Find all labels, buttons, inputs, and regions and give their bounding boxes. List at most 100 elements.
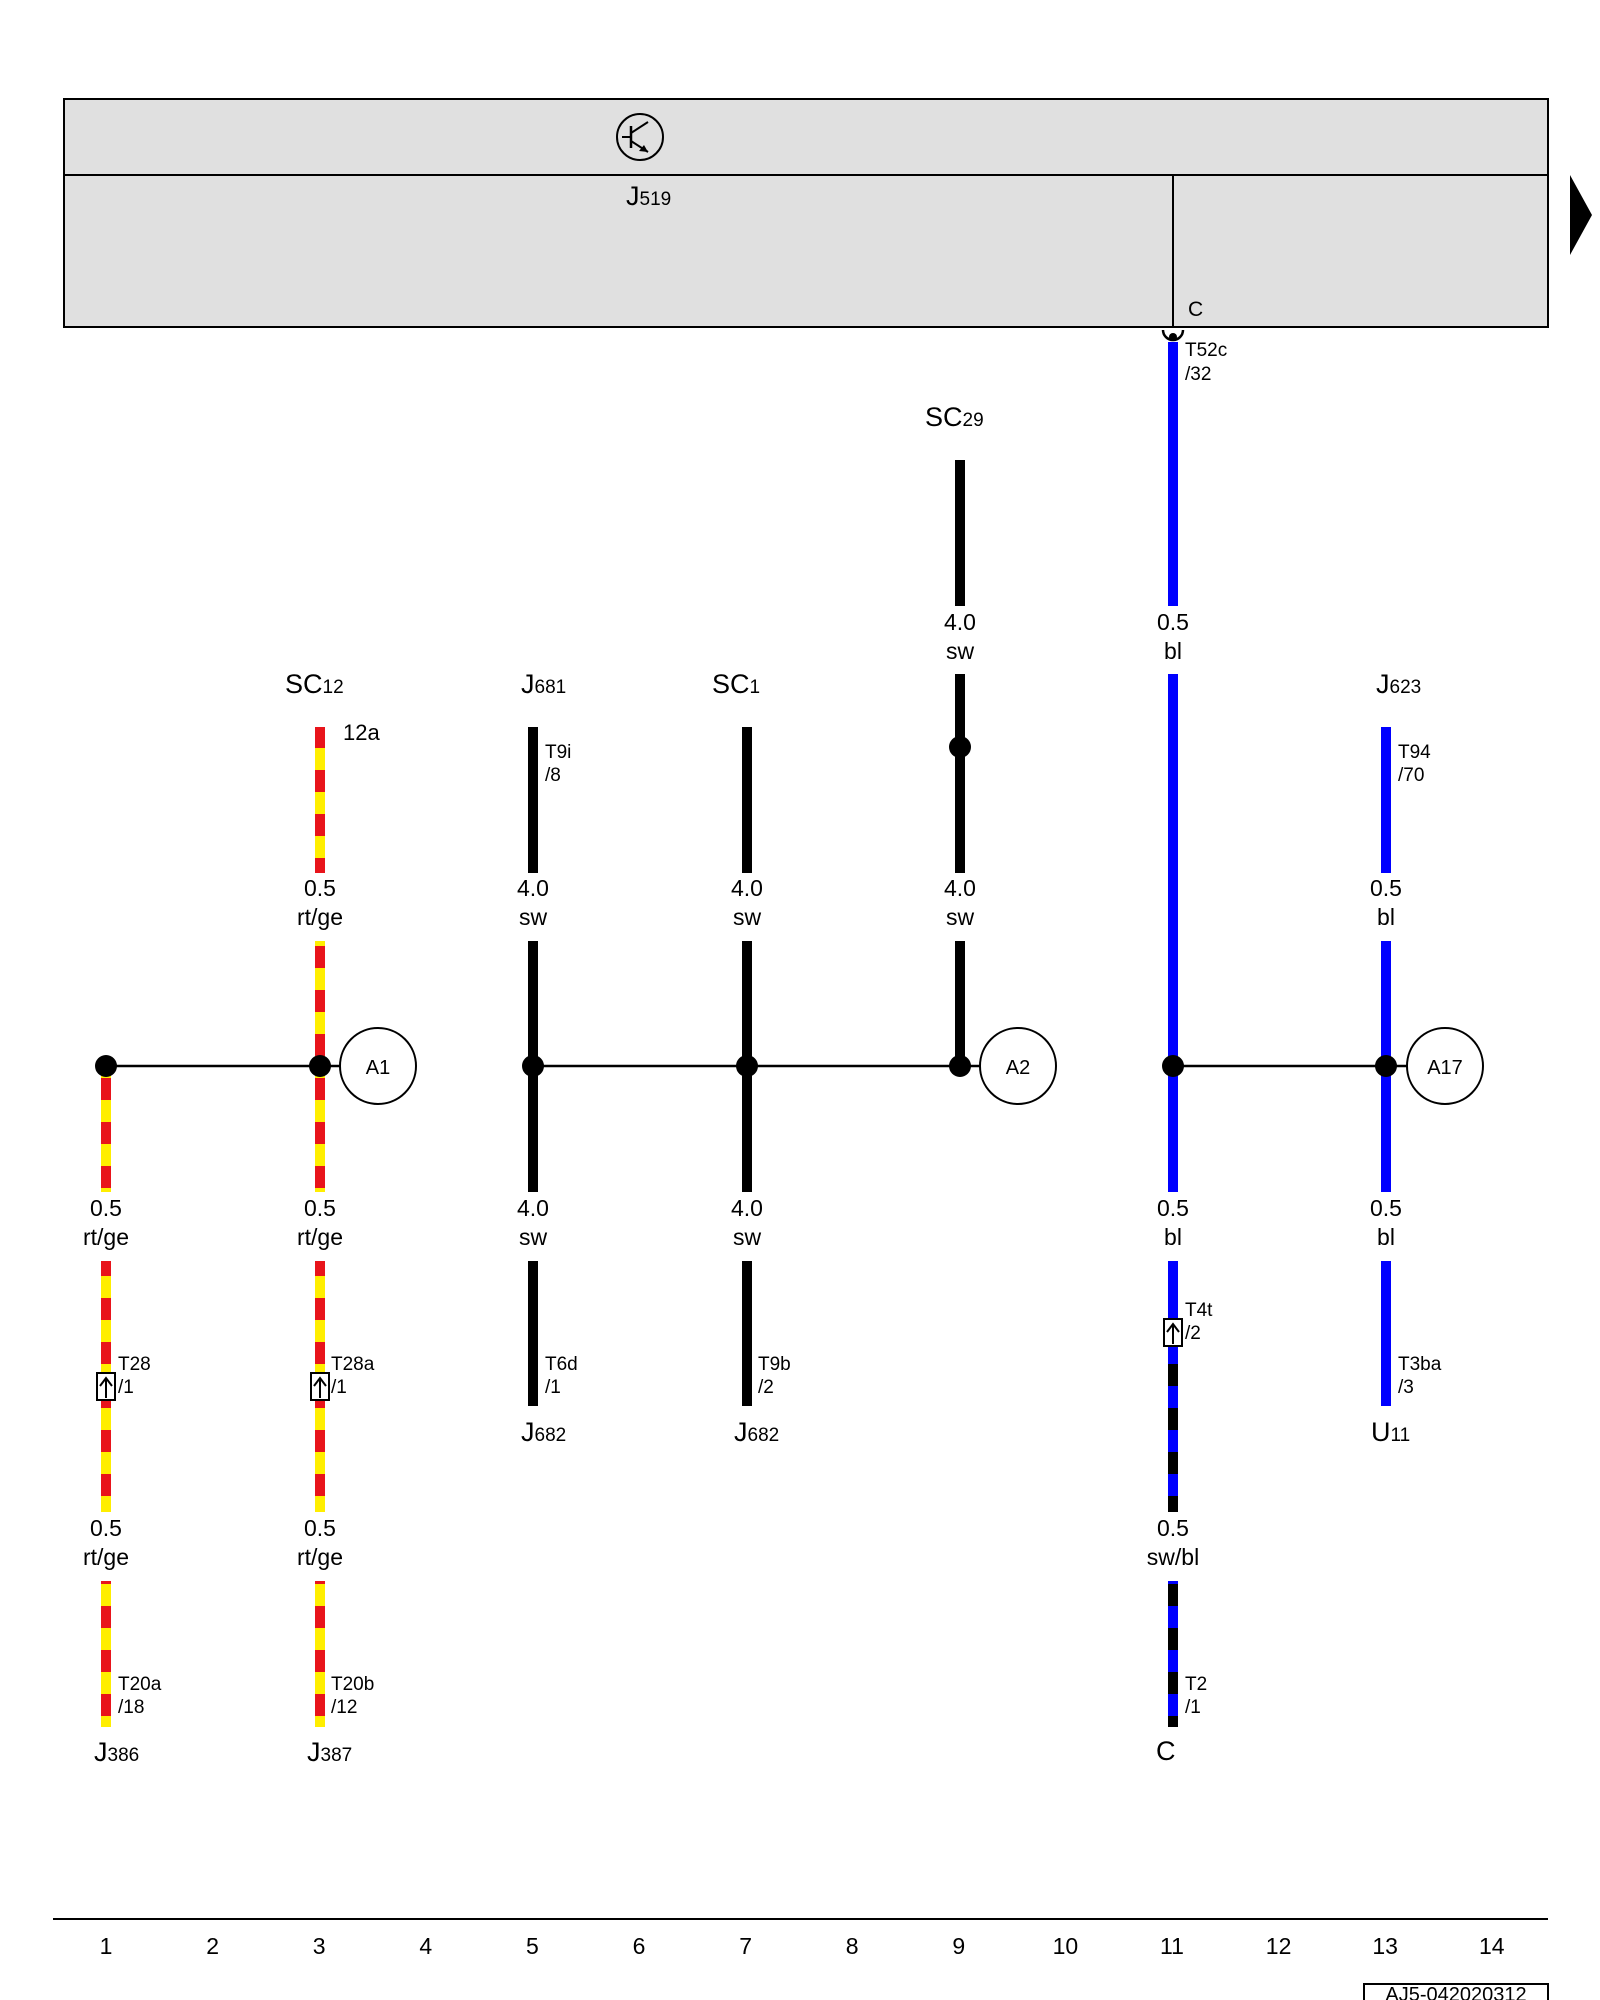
label-j682-b: J682 bbox=[734, 1417, 779, 1447]
wire-segment bbox=[101, 1581, 111, 1727]
ruler-number: 1 bbox=[100, 1933, 113, 1959]
label-t52c-pin: /32 bbox=[1185, 364, 1211, 385]
label-sc12-pin: 12a bbox=[343, 720, 380, 745]
label-t52c: T52c bbox=[1185, 340, 1227, 361]
ruler-number: 7 bbox=[739, 1933, 752, 1959]
spec-color: sw bbox=[946, 904, 975, 930]
wire-segment bbox=[1168, 674, 1178, 1192]
junction-dot bbox=[1375, 1055, 1397, 1077]
wire-segments bbox=[101, 342, 1391, 1727]
spec-size: 4.0 bbox=[731, 1195, 763, 1221]
label-c-bottom: C bbox=[1156, 1736, 1176, 1766]
spec-size: 0.5 bbox=[90, 1515, 122, 1541]
label-t94-pin: /70 bbox=[1398, 765, 1424, 786]
spec-size: 4.0 bbox=[517, 875, 549, 901]
ruler-number: 11 bbox=[1160, 1933, 1184, 1959]
spec-size: 4.0 bbox=[517, 1195, 549, 1221]
label-j681: J681 bbox=[521, 669, 566, 699]
label-sc12: SC12 bbox=[285, 669, 344, 699]
label-t28: T28 bbox=[118, 1354, 151, 1375]
wire-spec-labels: 4.0 sw 0.5 bl 0.5 rt/ge 4.0 sw 4.0 sw 4.… bbox=[83, 609, 1402, 1570]
spec-size: 0.5 bbox=[1370, 875, 1402, 901]
wire-segment bbox=[315, 727, 325, 873]
controller-pin-letter: C bbox=[1188, 298, 1203, 321]
reference-frame bbox=[1363, 1983, 1549, 2000]
spec-size: 0.5 bbox=[304, 1515, 336, 1541]
plug-connector-icon bbox=[1163, 1318, 1183, 1347]
label-t9i: T9i bbox=[545, 742, 571, 763]
wire-segment bbox=[955, 674, 965, 873]
label-j387: J387 bbox=[307, 1737, 352, 1767]
wire-segment bbox=[101, 1066, 111, 1192]
label-t6d: T6d bbox=[545, 1354, 578, 1375]
svg-text:A1: A1 bbox=[366, 1057, 390, 1079]
ruler-number: 9 bbox=[952, 1933, 965, 1959]
label-t28a-pin: /1 bbox=[331, 1377, 347, 1398]
connector-a1: A1 bbox=[339, 1027, 417, 1105]
wire-segment bbox=[955, 460, 965, 606]
label-t9b: T9b bbox=[758, 1354, 791, 1375]
spec-color: rt/ge bbox=[297, 904, 343, 930]
wire-segment bbox=[742, 1261, 752, 1406]
wire-segment bbox=[528, 1261, 538, 1406]
wire-segment bbox=[1168, 1261, 1178, 1512]
label-t3ba: T3ba bbox=[1398, 1354, 1442, 1375]
labels: SC12 12a J681 SC1 SC29 J623 T52c /32 T9i… bbox=[94, 340, 1442, 1767]
wire-segment bbox=[1381, 1261, 1391, 1406]
label-u11: U11 bbox=[1371, 1417, 1410, 1447]
plug-connector-icon bbox=[96, 1372, 116, 1401]
label-t20a-pin: /18 bbox=[118, 1697, 144, 1718]
ruler-number: 5 bbox=[526, 1933, 539, 1959]
label-t20b: T20b bbox=[331, 1674, 374, 1695]
spec-size: 4.0 bbox=[731, 875, 763, 901]
label-j682-a: J682 bbox=[521, 1417, 566, 1447]
connector-a2: A2 bbox=[979, 1027, 1057, 1105]
junction-dots bbox=[95, 736, 1397, 1077]
label-t20a: T20a bbox=[118, 1674, 162, 1695]
spec-size: 4.0 bbox=[944, 609, 976, 635]
spec-color: sw bbox=[946, 638, 975, 664]
label-t4t-pin: /2 bbox=[1185, 1323, 1201, 1344]
label-t2: T2 bbox=[1185, 1674, 1207, 1695]
spec-size: 0.5 bbox=[304, 875, 336, 901]
spec-color: bl bbox=[1164, 638, 1182, 664]
label-t28a: T28a bbox=[331, 1354, 375, 1375]
control-unit-box bbox=[63, 98, 1549, 328]
spec-color: bl bbox=[1377, 904, 1395, 930]
spec-color: sw/bl bbox=[1147, 1544, 1199, 1570]
socket-connector-icon bbox=[1161, 329, 1185, 342]
spec-color: sw bbox=[519, 904, 548, 930]
ruler-number: 12 bbox=[1266, 1933, 1292, 1959]
spec-color: bl bbox=[1164, 1224, 1182, 1250]
ruler-number: 10 bbox=[1053, 1933, 1079, 1959]
wire-segment bbox=[742, 727, 752, 873]
spec-color: rt/ge bbox=[83, 1544, 129, 1570]
label-t94: T94 bbox=[1398, 742, 1431, 763]
transistor-symbol-icon bbox=[616, 113, 664, 161]
wire-segment bbox=[1168, 342, 1178, 606]
junction-dot bbox=[949, 1055, 971, 1077]
spec-size: 0.5 bbox=[1370, 1195, 1402, 1221]
spec-color: rt/ge bbox=[297, 1224, 343, 1250]
svg-text:A17: A17 bbox=[1427, 1057, 1463, 1079]
junction-dot bbox=[95, 1055, 117, 1077]
ruler-number: 6 bbox=[633, 1933, 646, 1959]
spec-size: 0.5 bbox=[90, 1195, 122, 1221]
reference-code: AJ5-042020312 bbox=[1385, 1984, 1526, 2000]
label-j386: J386 bbox=[94, 1737, 139, 1767]
spec-size: 0.5 bbox=[1157, 1195, 1189, 1221]
label-j623: J623 bbox=[1376, 669, 1421, 699]
spec-color: sw bbox=[519, 1224, 548, 1250]
ruler-number: 14 bbox=[1479, 1933, 1505, 1959]
junction-dot bbox=[1162, 1055, 1184, 1077]
plug-connector-icon bbox=[310, 1372, 330, 1401]
junction-dot bbox=[309, 1055, 331, 1077]
wire-segment bbox=[1168, 1261, 1178, 1316]
label-t2-pin: /1 bbox=[1185, 1697, 1201, 1718]
label-t20b-pin: /12 bbox=[331, 1697, 357, 1718]
label-t9i-pin: /8 bbox=[545, 765, 561, 786]
spec-color: sw bbox=[733, 904, 762, 930]
spec-color: rt/ge bbox=[83, 1224, 129, 1250]
connector-a17: A17 bbox=[1406, 1027, 1484, 1105]
